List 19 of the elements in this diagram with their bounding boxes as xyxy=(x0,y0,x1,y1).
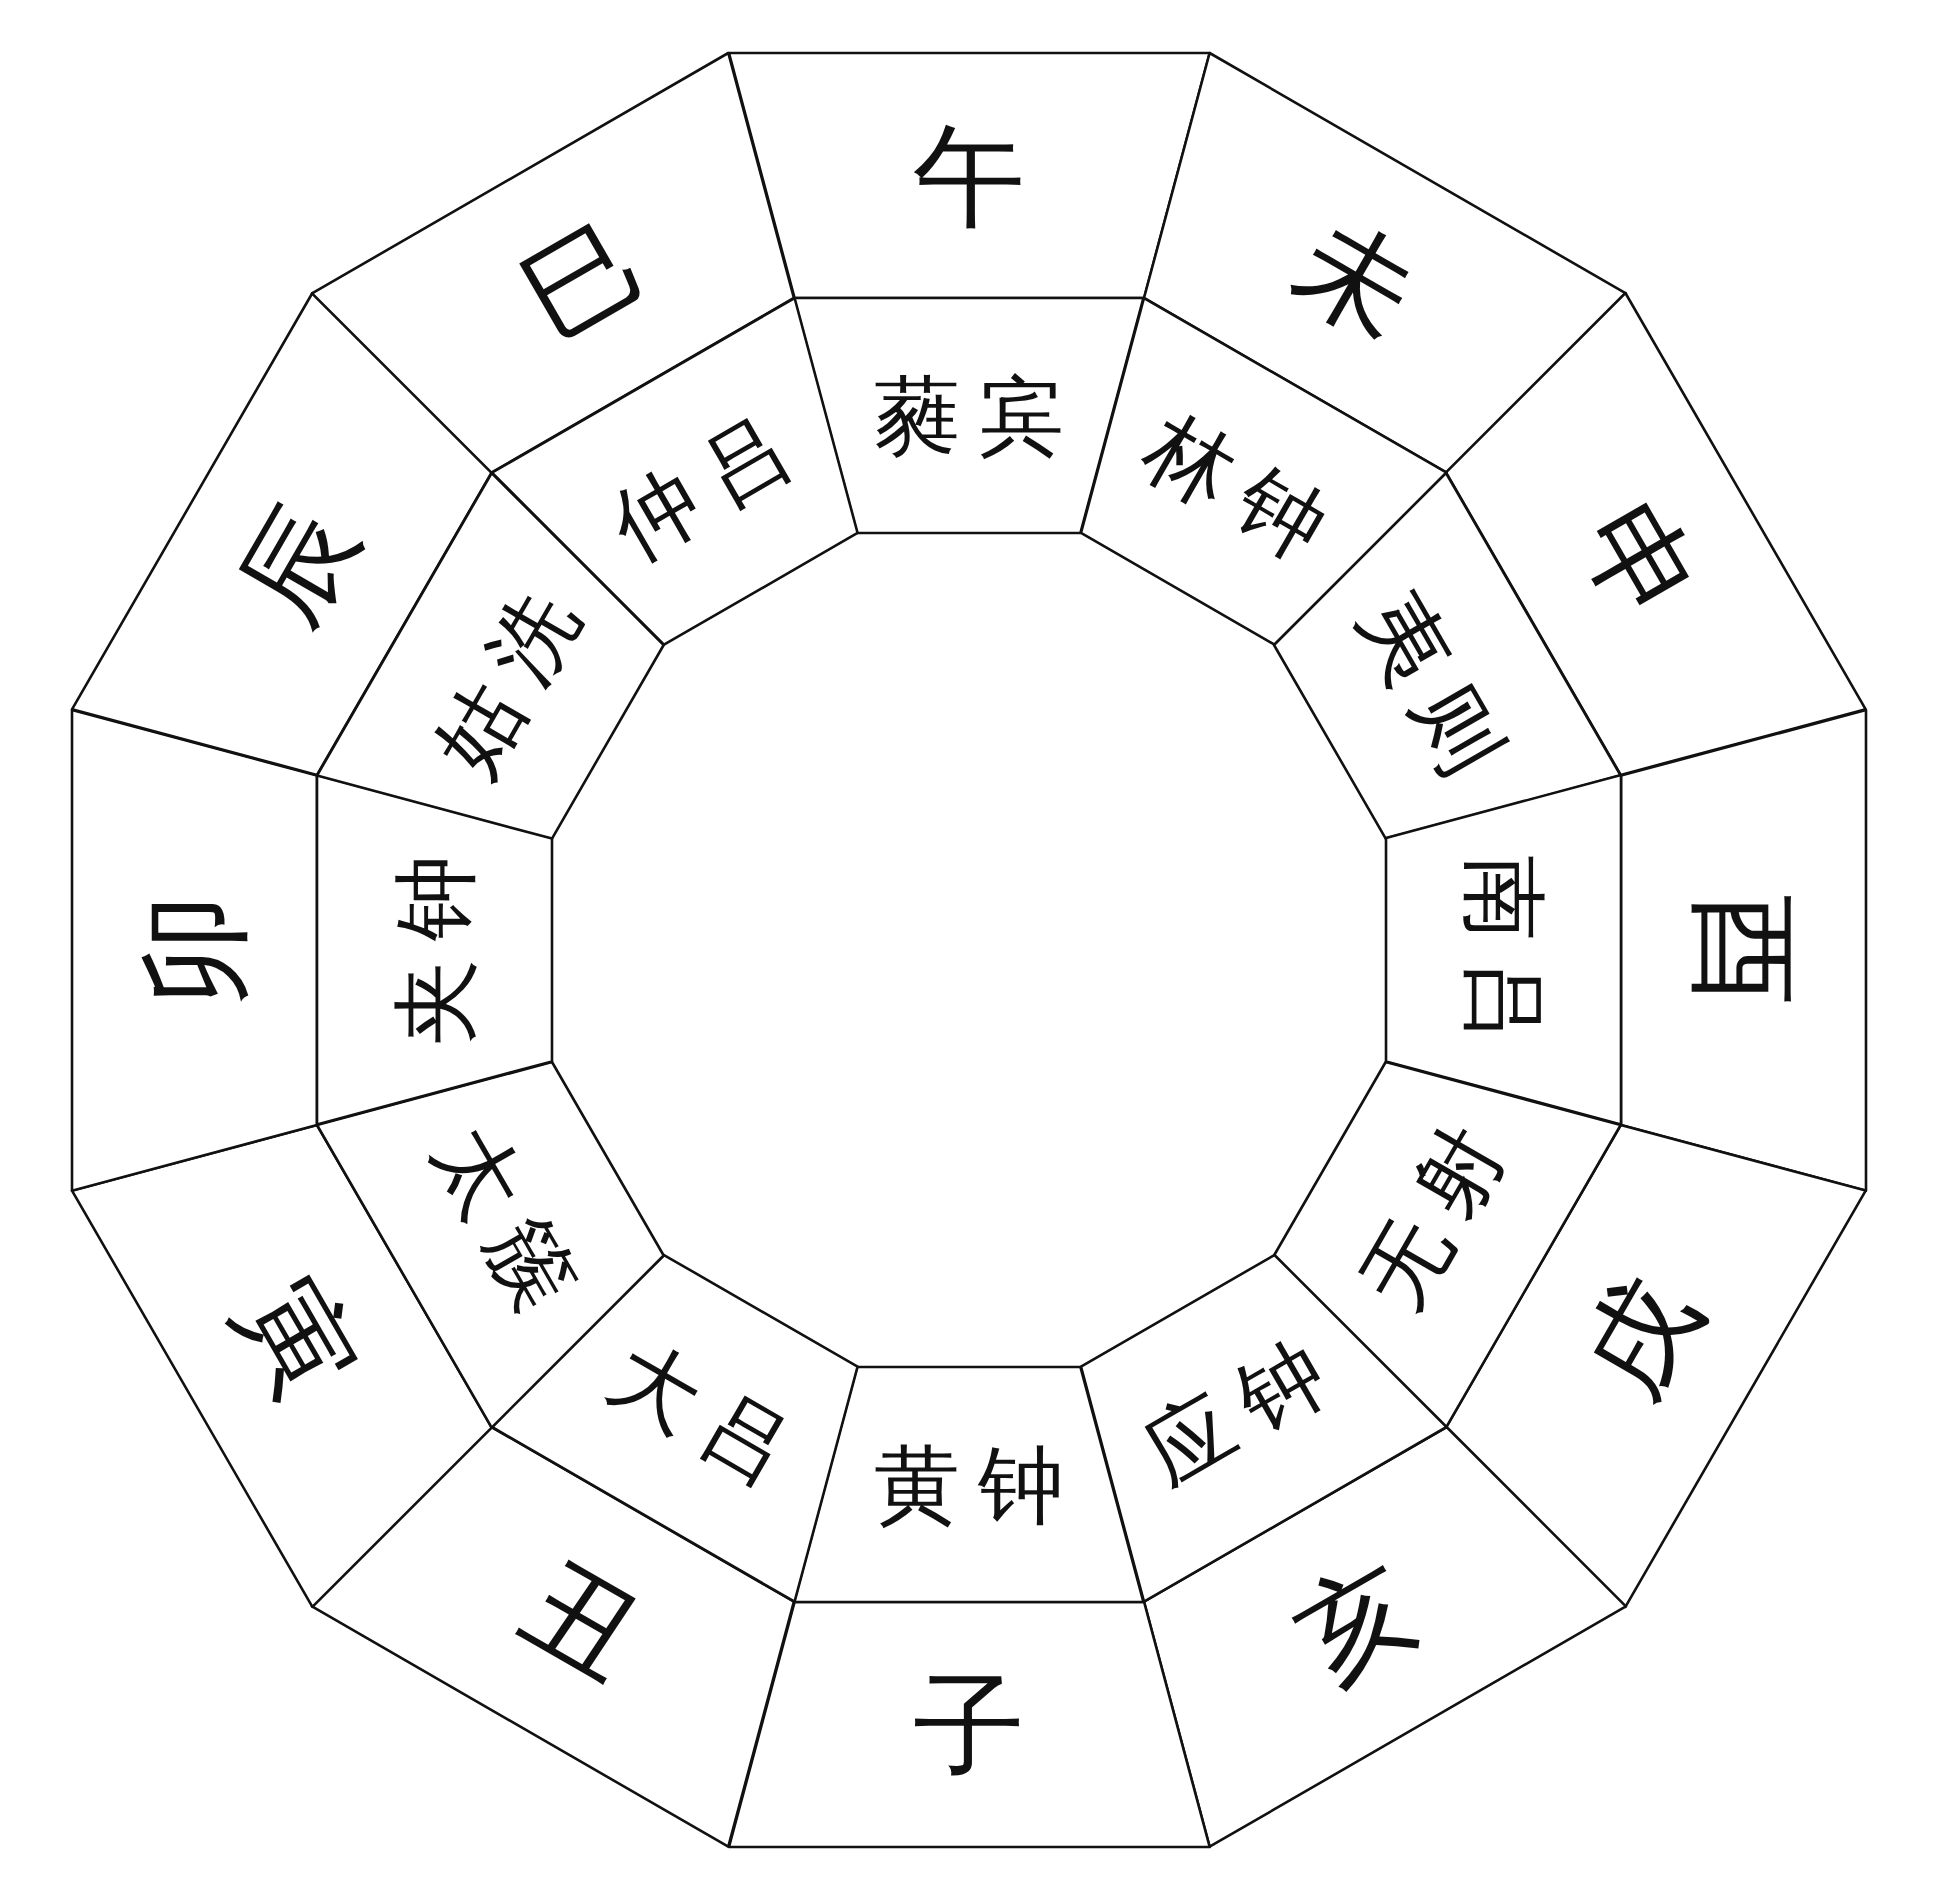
outer-ring-segment xyxy=(726,1600,1212,1849)
segment-label: 酉 xyxy=(1687,894,1800,1006)
segment-label: 辰 xyxy=(221,486,375,640)
segment-label: 夹钟 xyxy=(391,835,478,1048)
segment-label: 黄钟 xyxy=(872,1441,1084,1528)
segment-label: 巳 xyxy=(505,202,659,356)
segment-label: 未 xyxy=(1279,202,1433,356)
segment-label: 南吕 xyxy=(1460,853,1547,1065)
segment-label: 午 xyxy=(913,119,1025,232)
outer-ring-segment xyxy=(1619,707,1868,1193)
segment-label: 申 xyxy=(1563,486,1717,640)
segment-label: 亥 xyxy=(1279,1544,1433,1698)
outer-ring-segment xyxy=(70,707,319,1193)
segment-label: 子 xyxy=(913,1668,1025,1781)
segment-label: 戌 xyxy=(1563,1260,1717,1414)
segment-label: 丑 xyxy=(505,1544,659,1698)
segment-label: 蕤宾 xyxy=(872,372,1084,459)
segment-label: 寅 xyxy=(221,1260,375,1414)
segment-label: 卯 xyxy=(138,894,251,1006)
